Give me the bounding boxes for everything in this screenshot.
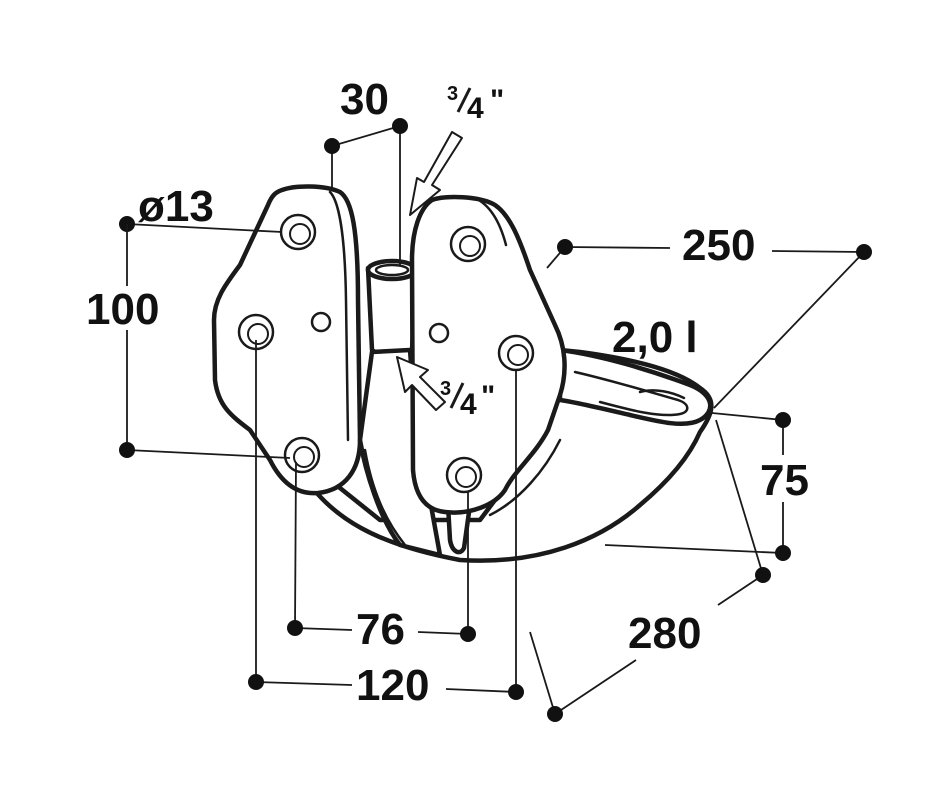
dim-76-ext-left xyxy=(294,461,297,629)
label-75: 75 xyxy=(760,456,809,505)
right-plate-small-hole xyxy=(428,322,450,344)
dim-120-line-right xyxy=(445,688,517,693)
side-inlet-arrow xyxy=(396,356,446,411)
dim-76-dot-right xyxy=(460,626,476,642)
left-plate-top-hole-inner xyxy=(289,223,311,245)
label-30: 30 xyxy=(340,75,389,124)
right-plate-outline xyxy=(409,194,567,515)
dim-30-dot-left xyxy=(324,138,340,154)
left-plate-left-hole-inner xyxy=(247,323,269,345)
label-250: 250 xyxy=(682,221,755,270)
right-plate-right-hole-inner xyxy=(507,344,529,366)
label-capacity: 2,0 l xyxy=(612,313,698,362)
dim-250-line-left xyxy=(564,246,671,249)
dim-280-dot-right xyxy=(755,567,771,583)
dim-100-ext-bottom xyxy=(126,449,291,459)
right-plate-top-hole-inner xyxy=(459,235,481,257)
dim-250-dot-left xyxy=(557,239,573,255)
dimension-labels: 30 ø13 100 250 2,0 l 75 280 76 120 3 4 "… xyxy=(86,75,809,710)
dim-75-dot-bottom xyxy=(775,545,791,561)
bowl-bottom-curve xyxy=(488,438,562,517)
left-plate-bottom-hole-inner xyxy=(293,446,315,468)
dim-75-ext-top xyxy=(711,412,784,421)
left-mounting-plate xyxy=(211,184,363,496)
label-hole-diameter: ø13 xyxy=(138,182,214,231)
dim-75-dot-top xyxy=(775,412,791,428)
side-inlet-numerator: 3 xyxy=(440,378,451,400)
top-inlet-denominator: 4 xyxy=(467,92,484,125)
top-inlet-fraction-bar xyxy=(456,87,472,113)
dim-250-ext-right xyxy=(713,251,865,409)
dim-76-dot-left xyxy=(287,620,303,636)
left-plate-small-hole xyxy=(310,311,332,333)
top-inlet-unit: " xyxy=(490,84,504,117)
valve-stem xyxy=(445,502,473,555)
side-inlet-denominator: 4 xyxy=(460,388,477,421)
dimension-lines xyxy=(119,118,872,722)
top-inlet-numerator: 3 xyxy=(447,83,458,105)
dim-280-line-top xyxy=(717,574,764,606)
dim-280-dot-left xyxy=(547,706,563,722)
pipe-top-inner xyxy=(374,263,410,277)
label-120: 120 xyxy=(356,661,429,710)
bowl-inner-lip xyxy=(638,389,686,400)
dim-30-line xyxy=(331,124,401,265)
dim-30-dot-right xyxy=(392,118,408,134)
dim-120-line-left xyxy=(255,681,353,686)
label-side-inlet: 3 4 " xyxy=(440,378,495,421)
dim-280-ext-left xyxy=(529,631,556,715)
center-channel-edge xyxy=(363,448,407,547)
label-280: 280 xyxy=(628,609,701,658)
label-100: 100 xyxy=(86,285,159,334)
label-76: 76 xyxy=(356,605,405,654)
dim-100-dot-bottom xyxy=(119,442,135,458)
dim-250-line-right xyxy=(771,250,865,253)
label-top-inlet: 3 4 " xyxy=(447,83,504,125)
right-plate-edge xyxy=(473,196,508,247)
right-mounting-plate xyxy=(409,194,567,515)
bowl-inner-curve xyxy=(573,370,689,417)
dim-280-ext-right xyxy=(715,419,764,576)
dim-250-dot-right xyxy=(856,244,872,260)
dim-76-line-left xyxy=(294,627,353,631)
side-inlet-unit: " xyxy=(481,380,495,413)
left-plate-outline xyxy=(211,184,363,496)
dim-120-dot-left xyxy=(248,674,264,690)
dim-13-line xyxy=(126,223,283,233)
left-plate-edge xyxy=(328,190,350,442)
right-plate-bottom-hole-inner xyxy=(455,466,477,488)
dim-75-ext-bottom xyxy=(604,544,784,554)
dim-280-line-bottom xyxy=(554,659,637,715)
top-inlet-arrow xyxy=(409,131,463,216)
side-inlet-fraction-bar xyxy=(449,382,465,409)
dim-76-line-right xyxy=(417,631,469,635)
dim-120-dot-right xyxy=(508,684,524,700)
